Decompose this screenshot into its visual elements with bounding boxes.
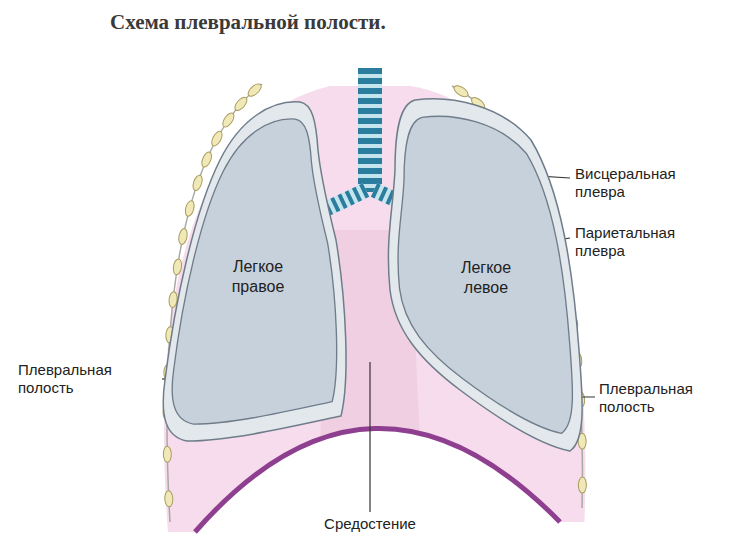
lung-label: Легкое левое (440, 258, 532, 298)
lung-label: Легкое правое (212, 257, 304, 297)
visceral-pleura (398, 116, 572, 433)
part-label: Плевральная полость (18, 361, 158, 397)
part-label: Париетальная плевра (575, 224, 710, 260)
rib (221, 111, 237, 129)
lung: Легкое правое (155, 95, 350, 450)
part-label: Висцеральная плевра (575, 165, 710, 201)
rib (210, 130, 225, 148)
rib (578, 477, 586, 493)
diaphragm (195, 428, 560, 532)
part-label: Средостение (310, 515, 430, 533)
visceral-pleura (172, 119, 337, 424)
rib (172, 258, 182, 275)
abdomen-ground (150, 428, 610, 558)
parietal-pleura (388, 99, 582, 451)
rib (164, 491, 173, 507)
diagram-title: Схема плевральной полости. (110, 10, 386, 35)
rib (177, 228, 188, 245)
trachea-rings (358, 68, 382, 192)
trachea-tube (358, 68, 382, 192)
rib (233, 95, 250, 112)
lung: Легкое левое (380, 92, 590, 457)
rib (246, 82, 263, 99)
part-label: Плевральная полость (599, 380, 734, 416)
parietal-pleura (163, 102, 346, 441)
leader-line (369, 362, 370, 512)
rib (200, 151, 214, 169)
rib (452, 84, 470, 99)
rib (184, 200, 196, 218)
rib (163, 446, 171, 462)
rib (191, 174, 204, 192)
